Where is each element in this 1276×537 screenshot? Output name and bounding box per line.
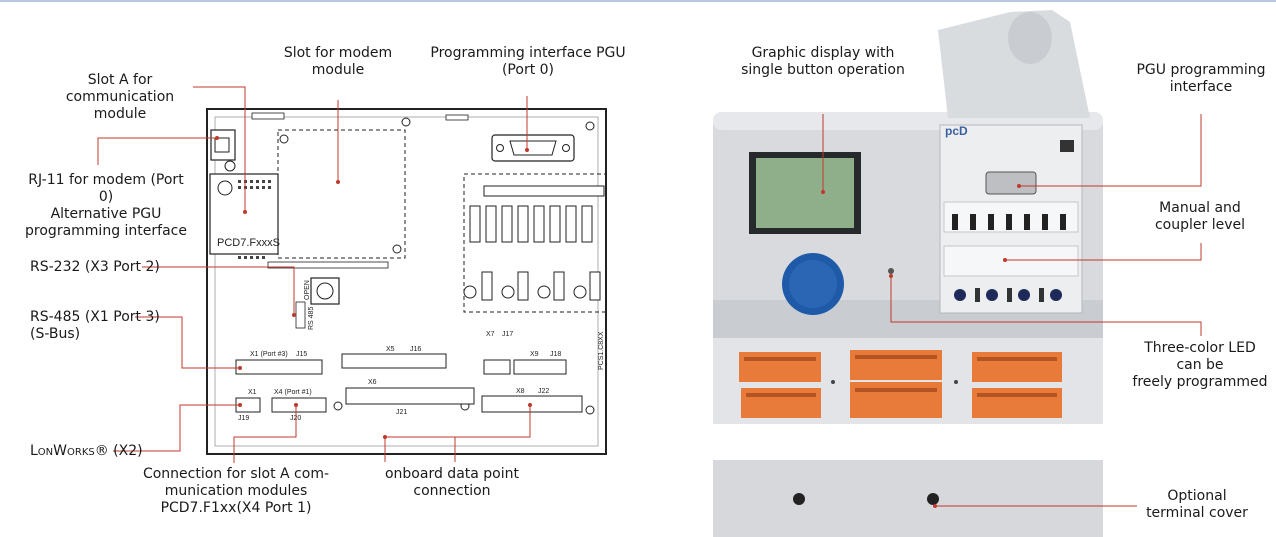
j18-label: J18	[550, 351, 561, 358]
rj11-label: RJ-11 for modem (Port 0) Alternative PGU…	[25, 172, 187, 239]
display-label: Graphic display with single button opera…	[741, 45, 905, 78]
manual-coupler-label: Manual and coupler level	[1154, 200, 1246, 233]
module-label: PCD7.FxxxS	[217, 237, 280, 249]
x6-label: X6	[368, 379, 377, 386]
x1-port3-label: X1 (Port #3)	[250, 351, 288, 358]
j16-label: J16	[410, 346, 421, 353]
slot-a-label: Slot A for communication module	[65, 72, 175, 122]
j22-label: J22	[538, 388, 549, 395]
x8-label: X8	[516, 388, 525, 395]
onboard-connection-label: onboard data point connection	[384, 466, 519, 499]
x4-port1-label: X4 (Port #1)	[274, 389, 312, 396]
right-leader-lines	[822, 114, 1202, 507]
right-leader-dots	[821, 184, 1021, 508]
x7-label: X7	[486, 331, 495, 338]
j21-label: J21	[396, 409, 407, 416]
j17-label: J17	[502, 331, 513, 338]
brand-label: pcD	[945, 124, 968, 138]
model-label: PCS1.C8XX	[598, 331, 605, 370]
device-photo	[713, 10, 1103, 537]
left-leader-dots	[215, 136, 532, 439]
rs232-label: RS-232 (X3 Port 2)	[30, 259, 160, 275]
pcb-board	[206, 108, 607, 455]
rs485-switch-label: RS 485	[308, 307, 315, 330]
j19-label: J19	[238, 415, 249, 422]
x1-label: X1	[248, 389, 257, 396]
left-leader-lines	[97, 86, 531, 463]
rs485-label: RS-485 (X1 Port 3) (S-Bus)	[30, 309, 160, 342]
j15-label: J15	[296, 351, 307, 358]
x5-label: X5	[386, 346, 395, 353]
slot-a-connection-label: Connection for slot A com- munication mo…	[142, 466, 330, 516]
modem-slot-label: Slot for modem module	[283, 45, 393, 78]
terminal-cover-label: Optional terminal cover	[1146, 488, 1248, 521]
lonworks-label: LonWorks® (X2)	[30, 443, 143, 459]
pgu-interface-label: PGU programming interface	[1136, 62, 1266, 95]
top-border	[0, 0, 1276, 2]
open-label: OPEN	[304, 280, 311, 300]
x9-label: X9	[530, 351, 539, 358]
pgu-port-label: Programming interface PGU (Port 0)	[430, 45, 626, 78]
led-label: Three-color LED can be freely programmed	[1132, 340, 1268, 390]
